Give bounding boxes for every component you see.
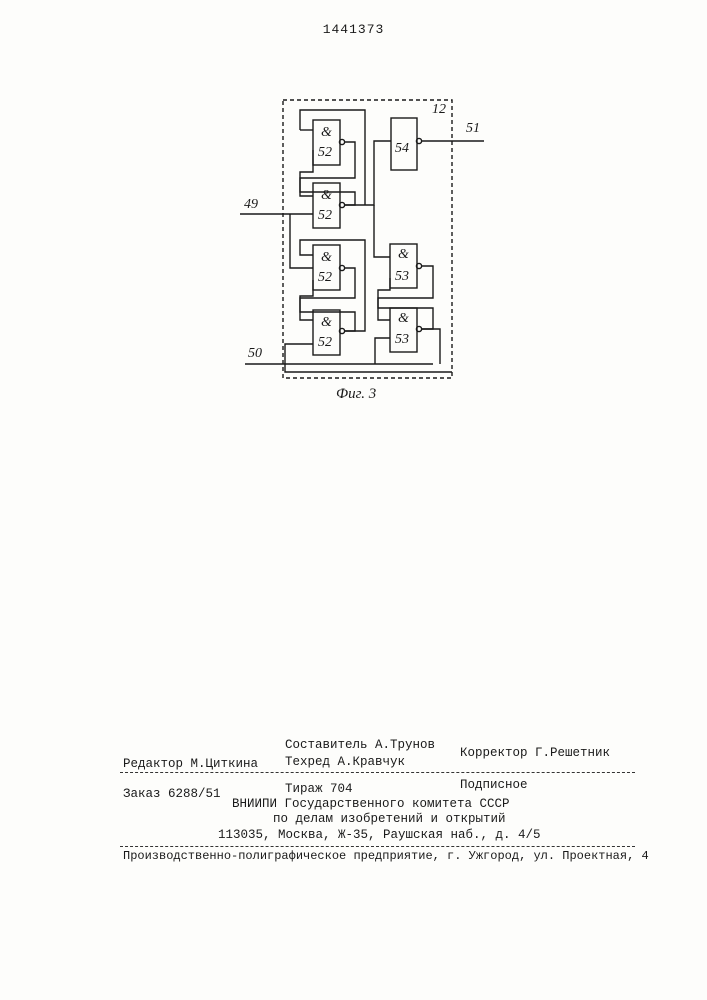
corrector-credit: Корректор Г.Решетник [460, 746, 610, 760]
circulation: Тираж 704 [285, 782, 353, 796]
circuit-diagram: 12 51 49 50 & 52 & 52 & 52 & 52 54 & 53 … [0, 0, 707, 420]
gate-52-b-label: 52 [318, 208, 332, 223]
gate-53-a-symbol: & [398, 247, 409, 262]
line-51-label: 51 [466, 121, 480, 136]
gate-52-a-label: 52 [318, 145, 332, 160]
rule-bottom [120, 846, 635, 847]
compiler-credit: Составитель А.Трунов [285, 738, 435, 752]
gate-53-a-label: 53 [395, 269, 409, 284]
gate-53-b-symbol: & [398, 311, 409, 326]
editor-credit: Редактор М.Циткина [123, 757, 258, 771]
gate-53-b-label: 53 [395, 332, 409, 347]
subscription-label: Подписное [460, 778, 528, 792]
order-number: Заказ 6288/51 [123, 787, 221, 801]
gate-52-a-symbol: & [321, 125, 332, 140]
line-50-label: 50 [248, 346, 262, 361]
block-54-label: 54 [395, 141, 409, 156]
gate-52-b-symbol: & [321, 188, 332, 203]
line-49-label: 49 [244, 197, 258, 212]
gate-52-d-label: 52 [318, 335, 332, 350]
rule-top [120, 772, 635, 773]
gate-52-c-label: 52 [318, 270, 332, 285]
figure-caption: Фиг. 3 [336, 386, 376, 403]
org-line-2: по делам изобретений и открытий [273, 812, 506, 826]
printer-line: Производственно-полиграфическое предприя… [123, 849, 649, 863]
techred-credit: Техред А.Кравчук [285, 755, 405, 769]
org-line-1: ВНИИПИ Государственного комитета СССР [232, 797, 510, 811]
block-12-label: 12 [432, 102, 446, 117]
org-address: 113035, Москва, Ж-35, Раушская наб., д. … [218, 828, 541, 842]
gate-52-c-symbol: & [321, 250, 332, 265]
gate-52-d-symbol: & [321, 315, 332, 330]
